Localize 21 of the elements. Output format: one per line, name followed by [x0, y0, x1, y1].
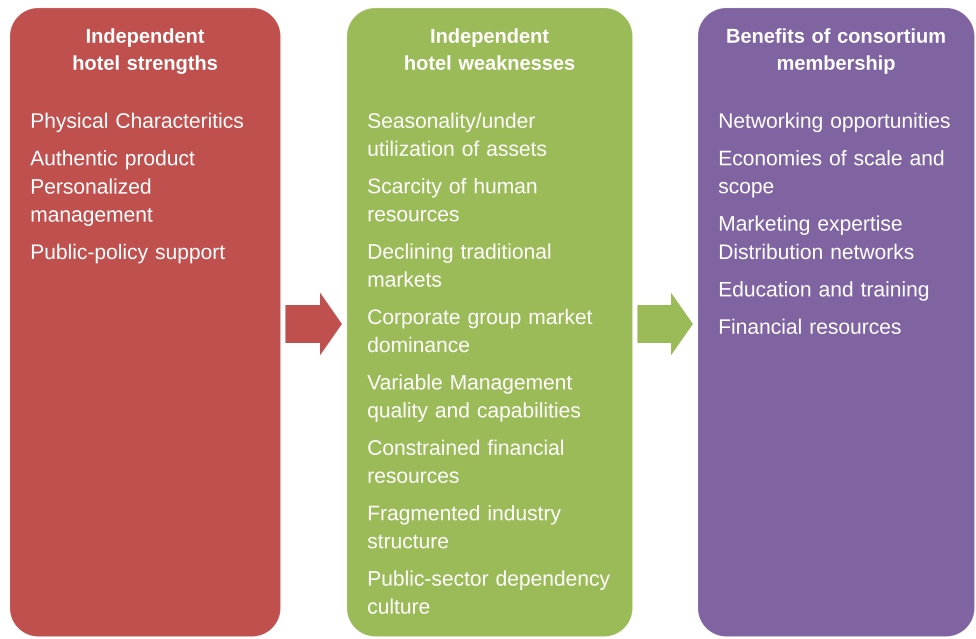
heading: Independent hotel strengths [74, 28, 217, 74]
list-item: Public-sector dependency culture [368, 570, 610, 614]
heading: Independent hotel weaknesses [405, 28, 574, 70]
list-item: Seasonality/under utilization of assets [368, 112, 546, 156]
list-item: Constrained financial resources [368, 440, 564, 483]
list-item: Education and training [720, 281, 928, 301]
list-item: Networking opportunities [720, 112, 950, 132]
list-item: Authentic product [30, 150, 195, 170]
list-item: Marketing expertise [720, 215, 902, 235]
list-item: Personalized management [32, 178, 153, 226]
list-item: Variable Management quality and capabilities [367, 374, 580, 422]
list-item: Economies of scale and scope [718, 150, 944, 198]
heading: Benefits of consortium membership [727, 28, 945, 74]
list-item: Declining traditional markets [368, 243, 550, 287]
list-item: Distribution networks [720, 244, 914, 260]
list-item: Physical Characteritics [32, 112, 243, 132]
list-item: Fragmented industry structure [368, 504, 561, 548]
list-item: Scarcity of human resources [368, 178, 536, 222]
list-item: Financial resources [720, 318, 901, 334]
list-item: Corporate group market dominance [368, 308, 592, 352]
list-item: Public-policy support [32, 244, 225, 264]
